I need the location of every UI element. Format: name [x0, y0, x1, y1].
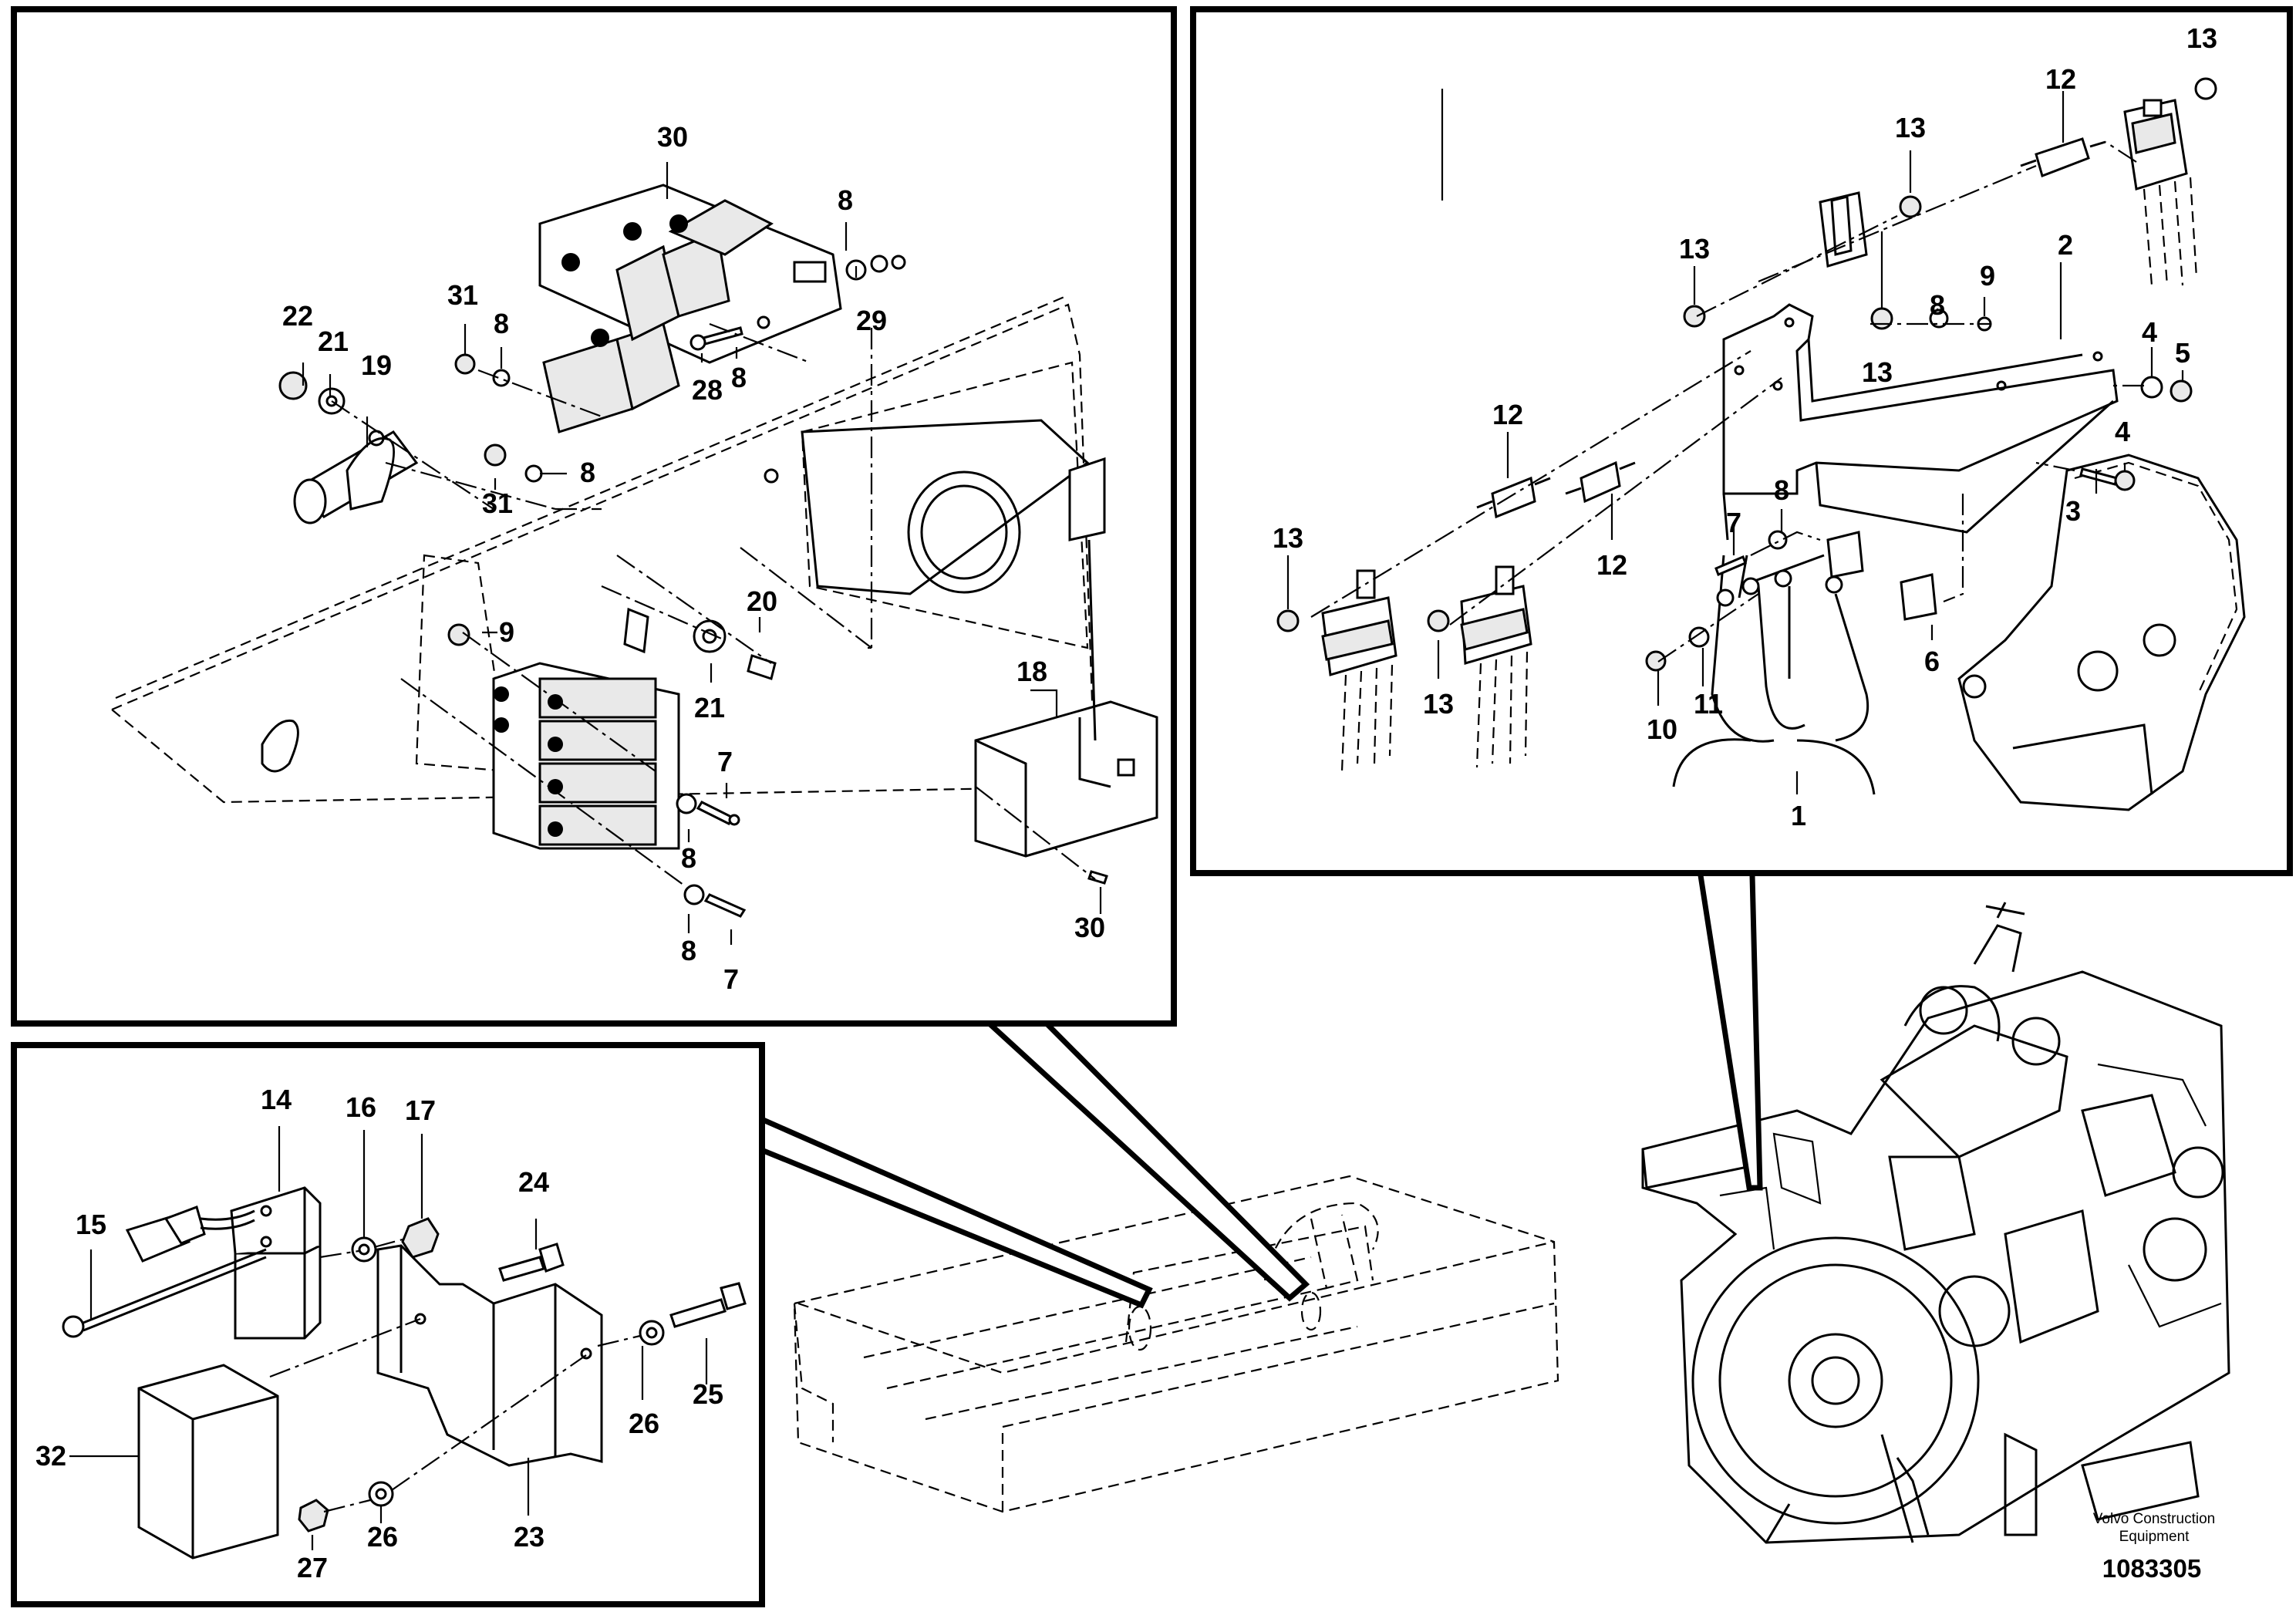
callout: 10	[1647, 713, 1677, 745]
callout: 8	[1930, 289, 1945, 321]
panel-relay-frame-detail	[11, 6, 1177, 1027]
callout: 21	[694, 692, 725, 723]
pipe-clamp	[293, 430, 419, 524]
control-box	[974, 457, 1158, 858]
callout: 13	[1679, 233, 1710, 265]
callout: 20	[747, 585, 777, 617]
callout: 6	[1924, 646, 1940, 677]
callout: 23	[514, 1521, 544, 1553]
callout: 27	[297, 1552, 328, 1583]
callout: 17	[405, 1094, 436, 1126]
mounting-bracket	[376, 1244, 603, 1467]
callout: 25	[693, 1378, 723, 1410]
callout: 29	[856, 305, 887, 336]
callout: 4	[2142, 316, 2157, 348]
chassis-frame-illustration	[793, 1175, 1559, 1513]
callout: 7	[723, 963, 739, 995]
callout: 13	[1423, 688, 1454, 720]
callout: 8	[494, 308, 509, 339]
callout: 13	[1862, 356, 1893, 388]
callout: 26	[367, 1521, 398, 1553]
nut-22	[278, 371, 308, 400]
callout: 14	[261, 1084, 292, 1115]
control-unit	[230, 1186, 322, 1340]
zoom-pointer-lines	[758, 875, 1763, 1309]
callout: 12	[1492, 399, 1523, 430]
callout: 15	[76, 1209, 106, 1240]
callout: 13	[2186, 22, 2217, 54]
callout: 30	[657, 121, 688, 153]
callouts-top-left: 30 8 22 21 19 31 8 29 28 8 31 8 9 20 21 …	[282, 121, 1105, 995]
callout: 16	[346, 1091, 376, 1123]
callout: 11	[1694, 688, 1723, 720]
relay-block-assembly	[492, 607, 680, 850]
callout: 24	[518, 1166, 549, 1198]
callout: 8	[681, 842, 696, 874]
brand-line-2: Equipment	[2119, 1529, 2190, 1545]
callout: 31	[447, 279, 478, 311]
callout: 8	[731, 362, 747, 393]
document-number: 1083305	[2102, 1554, 2201, 1583]
document-identification: Volvo Construction Equipment 1083305	[2093, 1511, 2215, 1583]
brand-line-1: Volvo Construction	[2093, 1511, 2215, 1527]
callout: 5	[2175, 337, 2190, 369]
callout: 12	[2045, 63, 2076, 95]
callout: 4	[2115, 416, 2130, 447]
panel-relay-engine-detail	[1190, 6, 2293, 876]
callout: 18	[1017, 656, 1047, 687]
callout: 28	[692, 374, 723, 406]
callout: 2	[2058, 229, 2073, 261]
callout: 13	[1273, 522, 1303, 554]
callouts-bottom-left: 14 16 17 15 24 25 26 32 26 27 23	[35, 1084, 723, 1583]
callout: 31	[482, 487, 513, 519]
fuse-holder-top	[2020, 137, 2106, 177]
callout: 12	[1596, 549, 1627, 581]
panel-control-unit-detail	[11, 1042, 765, 1607]
callout: 26	[629, 1408, 659, 1439]
callout: 7	[717, 746, 733, 777]
callout: 8	[1774, 474, 1789, 506]
callout: 9	[499, 616, 514, 648]
callout: 1	[1791, 800, 1806, 831]
callout: 9	[1980, 260, 1995, 292]
fuse-holder-left	[1476, 460, 1636, 519]
engine-illustration	[1641, 902, 2230, 1544]
callout: 13	[1895, 112, 1926, 143]
callout: 8	[681, 935, 696, 966]
relay-top-right	[2123, 77, 2217, 286]
callout: 30	[1074, 912, 1105, 943]
ground-cable-assembly	[1672, 531, 1937, 795]
callout: 22	[282, 300, 313, 332]
callout: 8	[580, 457, 595, 488]
engine-cover-detail	[1957, 454, 2246, 811]
engine-bracket	[1722, 303, 2119, 541]
callout: 3	[2065, 495, 2081, 527]
callout: 8	[838, 184, 853, 216]
callouts-top-right: 13 12 13 13 9 8 13 2 4 5 12 12 4 3 7 8 1…	[1273, 22, 2217, 831]
relay-left-pair	[1276, 565, 1532, 772]
connector-plug	[125, 1206, 255, 1263]
callout: 7	[1726, 507, 1741, 538]
callout: 32	[35, 1440, 66, 1472]
callout: 21	[318, 325, 349, 357]
callout: 19	[361, 349, 392, 381]
